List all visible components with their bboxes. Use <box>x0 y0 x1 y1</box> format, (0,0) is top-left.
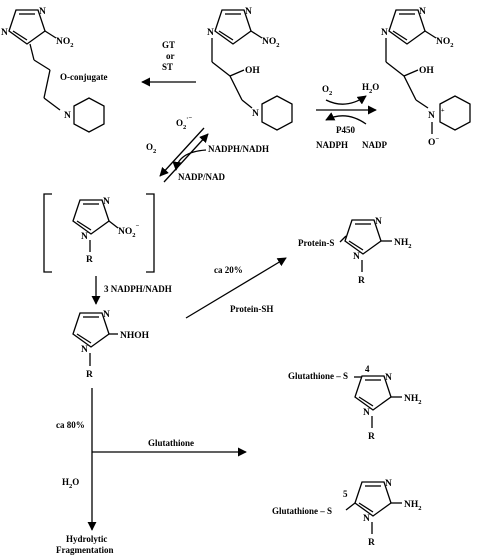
h2o-top: H2O <box>362 82 379 95</box>
atom-n3: N <box>39 7 46 17</box>
nitro-group: NO2 <box>436 37 454 49</box>
atom-piperidine-n: N <box>64 111 71 121</box>
o-conjugate-label: O-conjugate <box>60 72 108 82</box>
n-plus: N+ <box>428 107 445 121</box>
protein-sh-label: Protein-SH <box>230 304 273 314</box>
p450-label: P450 <box>336 125 355 135</box>
r-group: R <box>86 370 93 380</box>
gt-label: GT <box>162 40 175 50</box>
protein-s-label: Protein-S <box>298 238 334 248</box>
atom-n3: N <box>419 7 426 17</box>
glutathione-label: Glutathione <box>148 438 194 448</box>
nh2-group: NH2 <box>394 238 412 250</box>
nh2-group: NH2 <box>404 500 422 512</box>
atom-n1: N <box>363 514 370 524</box>
nadph-label: NADPH <box>316 140 348 150</box>
hydroxyl-group: OH <box>245 66 260 76</box>
nitro-radical-anion: N N NO2− R <box>43 193 155 273</box>
atom-n3: N <box>103 197 110 207</box>
atom-n1: N <box>81 232 88 242</box>
atom-n1: N <box>207 28 214 38</box>
n-oxide-oxygen: O− <box>428 136 439 148</box>
atom-n1: N <box>81 345 88 355</box>
nitro-group: NO2 <box>56 37 74 49</box>
glutathione-s-c4: Glutathione – S <box>288 371 348 381</box>
nh2-group: NH2 <box>404 394 422 406</box>
p450-arrow: O2 H2O P450 NADPH NADP <box>316 82 387 150</box>
st-label: ST <box>162 62 173 72</box>
atom-n3: N <box>103 310 110 320</box>
n-oxide-product: N N NO2 OH N+ O− <box>381 7 471 148</box>
protein-adduct: N N Protein-S NH2 R <box>298 217 412 286</box>
glutathione-adduct-c5: N N Glutathione – S 5 NH2 R <box>272 479 422 548</box>
r-group: R <box>358 276 365 286</box>
hydroxyl-group: OH <box>419 66 434 76</box>
fragmentation-label: Fragmentation <box>56 545 114 555</box>
atom-n1: N <box>1 28 8 38</box>
atom-n3: N <box>245 7 252 17</box>
position-4: 4 <box>365 364 370 374</box>
protein-arrow: ca 20% Protein-SH <box>185 257 287 319</box>
nhoh-group: NHOH <box>120 331 150 341</box>
hydrolytic-label: Hydrolytic <box>66 534 107 544</box>
glutathione-s-c5: Glutathione – S <box>272 506 332 516</box>
r-group: R <box>86 255 93 265</box>
or-label: or <box>166 51 175 61</box>
nitro-group: NO2 <box>262 37 280 49</box>
nadph-nadh-label: NADPH/NADH <box>208 144 269 154</box>
atom-n1: N <box>353 252 360 262</box>
glutathione-adduct-c4: N N Glutathione – S 4 NH2 R <box>288 364 422 442</box>
redox-cycle: O2·− O2 NADPH/NADH NADP/NAD <box>146 115 269 183</box>
reduction-arrow: 3 NADPH/NADH <box>91 276 172 305</box>
atom-n1: N <box>363 408 370 418</box>
atom-piperidine-n: N <box>252 109 259 119</box>
atom-n3: N <box>385 479 392 489</box>
r-group: R <box>368 538 375 548</box>
o2-top: O2 <box>322 84 332 97</box>
o2-radical: O2·− <box>176 115 192 131</box>
hydroxylamine-intermediate: N N NHOH R <box>72 310 150 380</box>
position-5: 5 <box>343 489 348 499</box>
atom-n3: N <box>375 217 382 227</box>
nitro-radical-group: NO2− <box>118 223 140 239</box>
glutathione-branch: ca 80% Glutathione H2O Hydrolytic Fragme… <box>56 388 247 555</box>
o2-cycle: O2 <box>146 142 156 155</box>
ca80-label: ca 80% <box>56 420 85 430</box>
nadp-label: NADP <box>362 140 387 150</box>
h2o-bottom: H2O <box>62 477 79 490</box>
conjugation-arrow: GT or ST <box>141 40 196 87</box>
parent-nitroimidazole: N N NO2 OH N <box>207 7 293 131</box>
ca20-label: ca 20% <box>214 265 243 275</box>
nadph3-label: 3 NADPH/NADH <box>104 284 172 294</box>
atom-n3: N <box>385 373 392 383</box>
atom-n1: N <box>381 28 388 38</box>
r-group: R <box>368 432 375 442</box>
nadp-nad-label: NADP/NAD <box>178 172 225 182</box>
o-conjugate-product: N N NO2 O-conjugate N <box>1 7 108 133</box>
